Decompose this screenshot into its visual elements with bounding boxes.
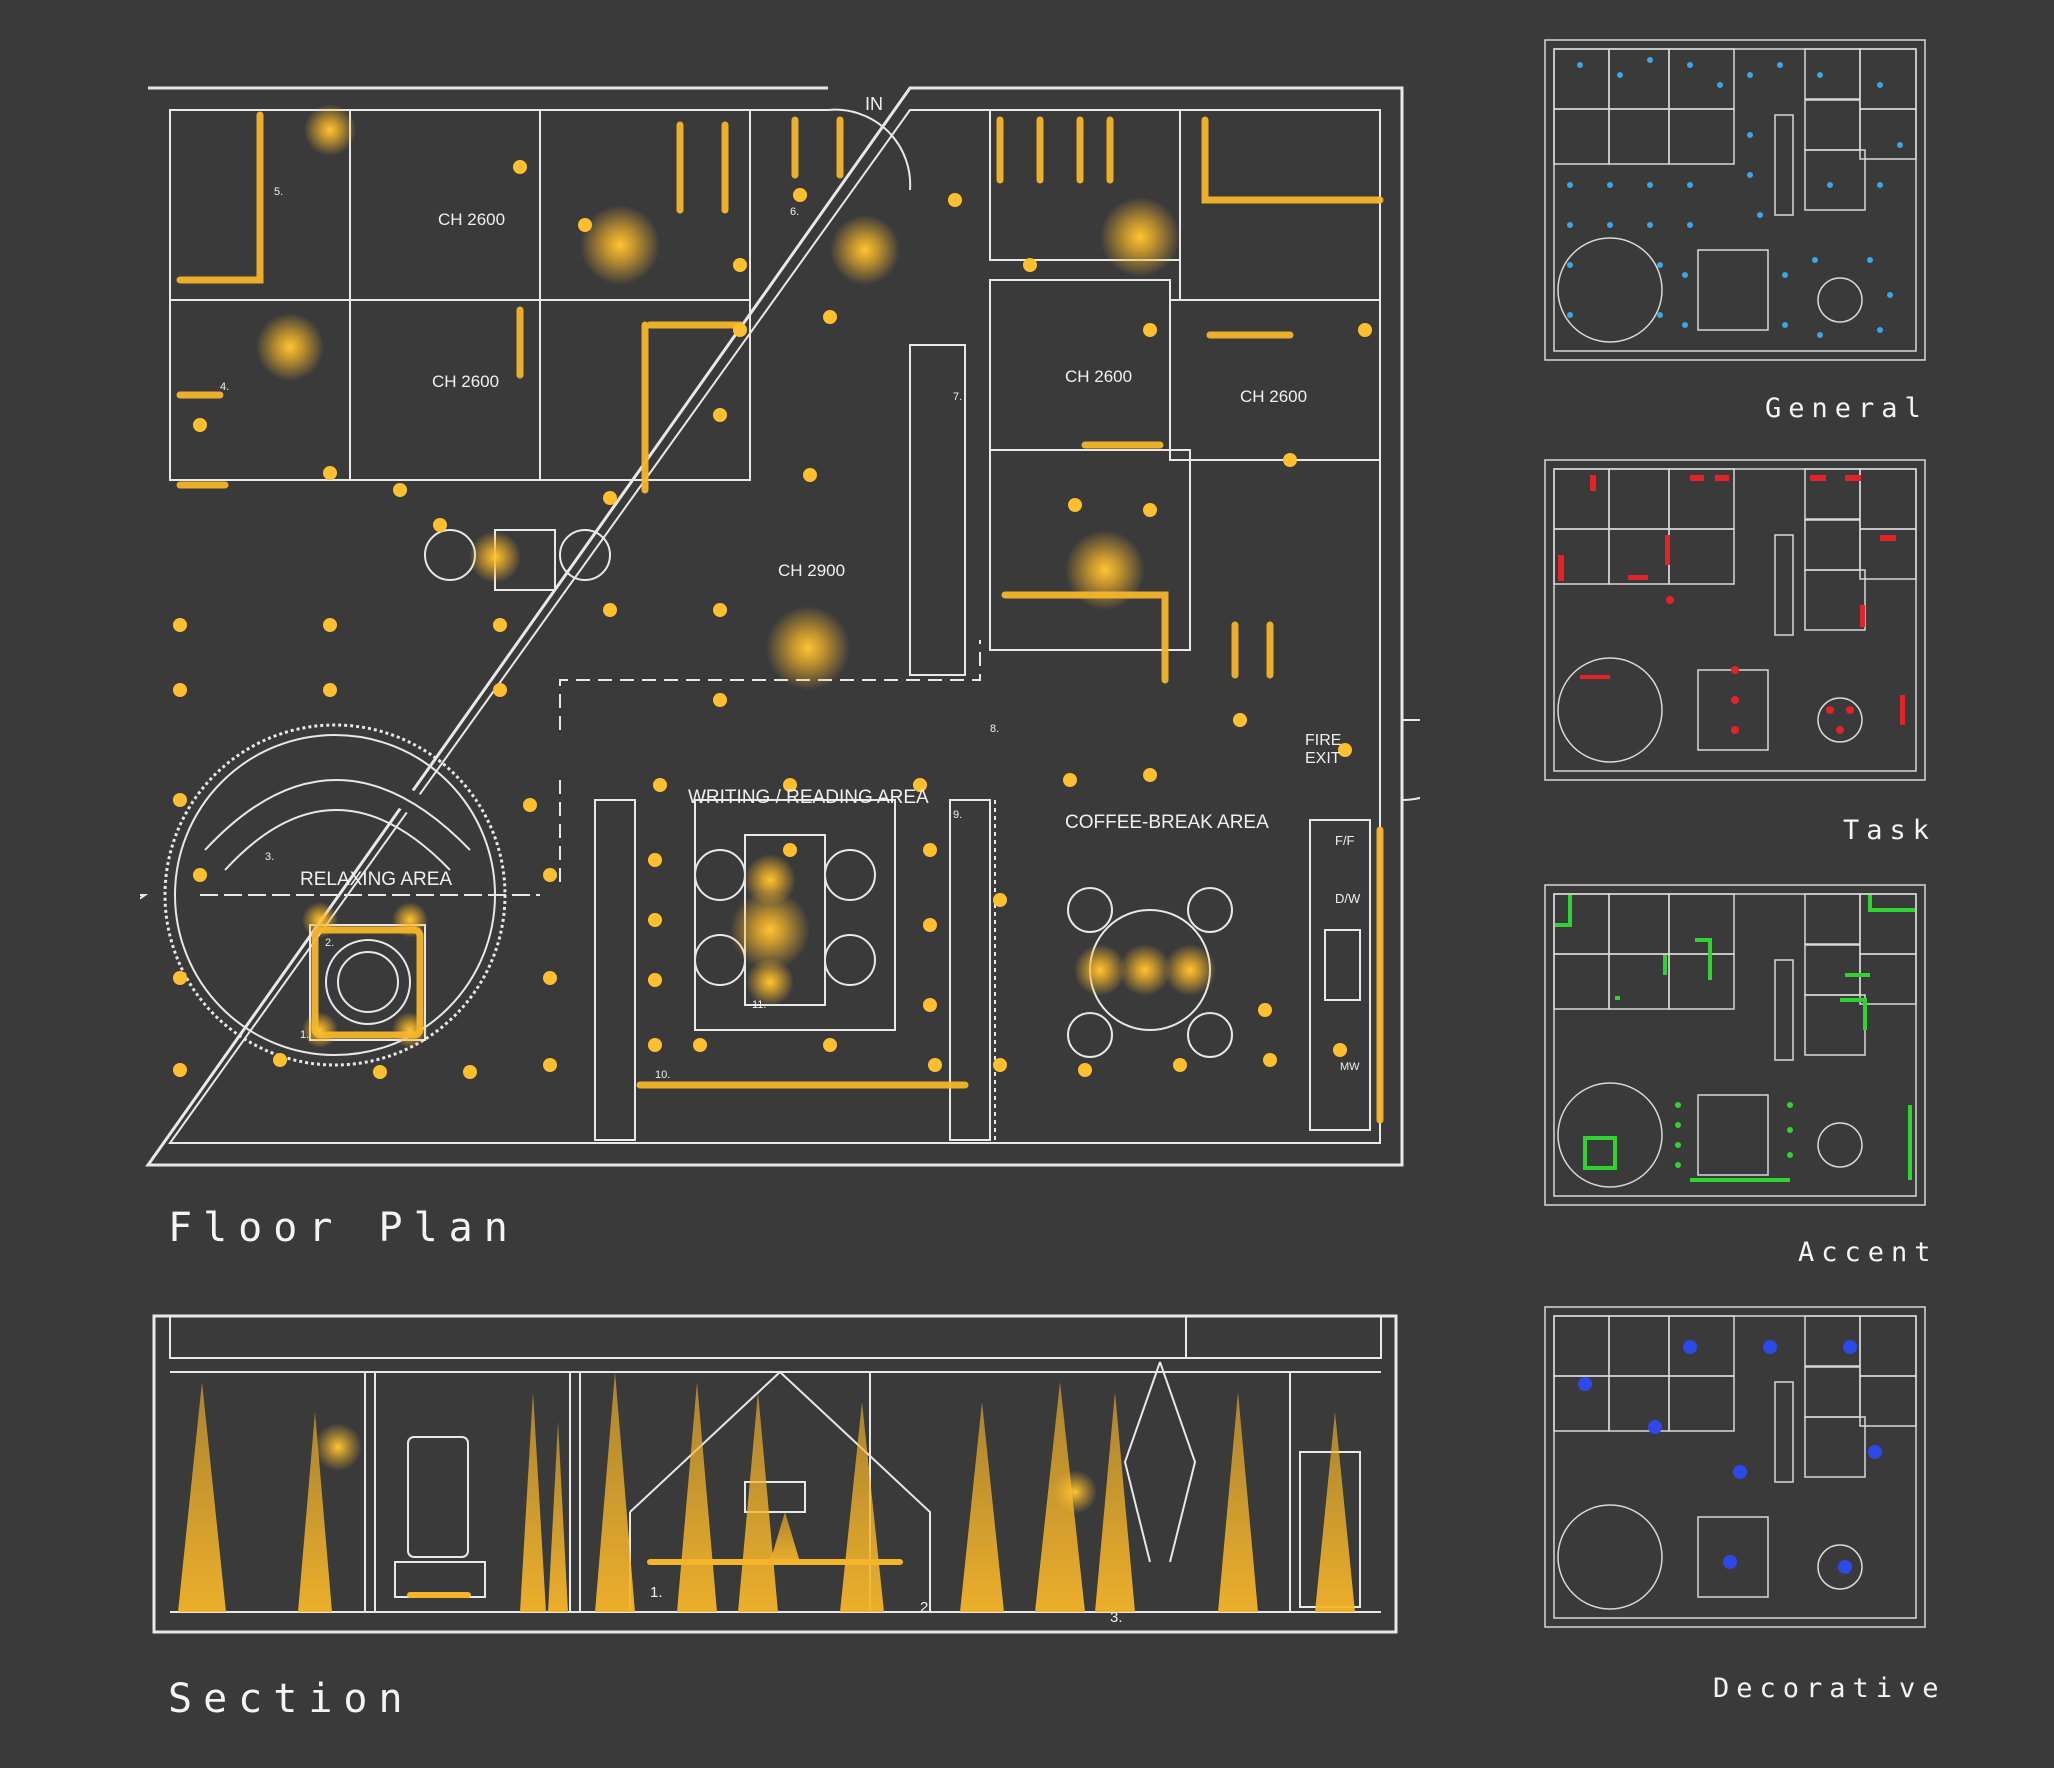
item-number: 4.	[220, 381, 229, 393]
entry-label: IN	[865, 94, 883, 114]
relaxing-area-label: RELAXING AREA	[300, 869, 452, 890]
legend-accent-label: Accent	[1798, 1237, 1938, 1268]
pin-lights	[173, 160, 1372, 1079]
ceiling-height-label: CH 2600	[438, 210, 505, 229]
ceiling-height-label: CH 2600	[432, 372, 499, 391]
ceiling-height-label: CH 2600	[1065, 367, 1132, 386]
item-number: 7.	[953, 391, 962, 403]
legend-accent-plan	[1544, 884, 1926, 1206]
item-number: 10.	[655, 1069, 670, 1081]
item-number: 9.	[953, 809, 962, 821]
floor-plan-caption: Floor Plan	[168, 1205, 519, 1251]
section-marker	[140, 894, 149, 900]
appliance-label: F/F	[1335, 833, 1355, 848]
appliance-label: D/W	[1335, 891, 1361, 906]
coffee-area-label: COFFEE-BREAK AREA	[1065, 812, 1269, 833]
writing-area-label: WRITING / READING AREA	[688, 787, 929, 808]
legend-decorative-label: Decorative	[1713, 1673, 1946, 1704]
appliance-label: MW	[1340, 1061, 1360, 1073]
general-lights	[256, 104, 1216, 1048]
item-number: 8.	[990, 723, 999, 735]
legend-task-label: Task	[1843, 815, 1937, 846]
legend-decorative-plan	[1544, 1306, 1926, 1628]
item-number: 11.	[752, 999, 766, 1011]
item-number: 5.	[274, 186, 283, 198]
ceiling-height-label: CH 2600	[1240, 387, 1307, 406]
item-number: 3.	[265, 851, 274, 863]
section-drawing: 1. 2. 3.	[152, 1314, 1398, 1634]
section-number: 2.	[920, 1599, 933, 1616]
fire-exit-label: EXIT	[1305, 750, 1341, 767]
section-number: 1.	[650, 1584, 663, 1601]
ceiling-height-label: CH 2900	[778, 561, 845, 580]
item-number: 6.	[790, 206, 799, 218]
fire-exit-label: FIRE	[1305, 732, 1341, 749]
floor-plan: IN CH 2600 CH 2600 CH 2600 CH 2600 CH 29…	[140, 86, 1420, 1167]
item-number: 2.	[325, 937, 334, 949]
legend-task-plan	[1544, 459, 1926, 781]
section-number: 3.	[1110, 1609, 1123, 1626]
legend-general-plan	[1544, 39, 1926, 361]
item-number: 1.	[300, 1029, 309, 1041]
section-caption: Section	[168, 1676, 414, 1722]
legend-general-label: General	[1765, 393, 1928, 424]
